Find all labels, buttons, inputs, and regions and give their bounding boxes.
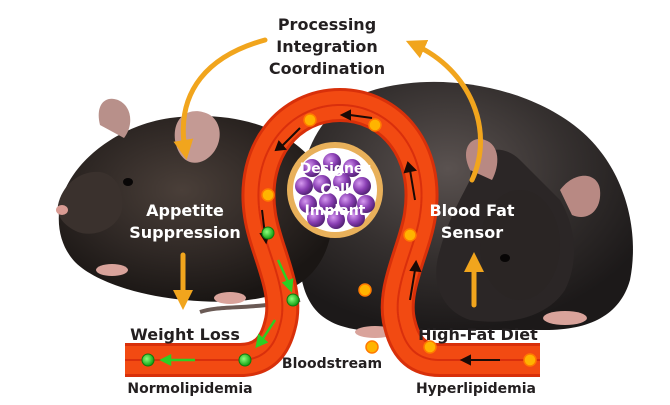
green-cell-icon: [238, 353, 252, 367]
title-line-2: Integration: [276, 37, 378, 56]
sensor-to-processing-arrow: [405, 40, 483, 183]
designer-cell-implant: [287, 142, 383, 238]
green-cell-icon: [261, 226, 275, 240]
weight-loss-label: Weight Loss: [130, 325, 240, 344]
sensor-label-line-1: Blood Fat: [429, 201, 514, 220]
process-arrows: [173, 37, 484, 310]
appetite-label-line-2: Suppression: [129, 223, 240, 242]
fat-particle-icon: [365, 340, 379, 354]
fat-particle-icon: [261, 188, 275, 202]
implant-label-line-1: Designer: [300, 161, 371, 177]
title-line-1: Processing: [278, 15, 376, 34]
appetite-label-line-1: Appetite: [146, 201, 224, 220]
blood-vessel: [125, 88, 540, 377]
implant-label-line-2: Cell: [320, 182, 349, 198]
left-mouse-eye-icon: [123, 178, 133, 186]
implant-label-line-3: Implant: [305, 203, 366, 219]
fat-particle-icon: [423, 340, 437, 354]
fat-particle-icon: [303, 113, 317, 127]
green-flow-arrows: [159, 259, 294, 367]
right-mouse-eye-icon: [500, 254, 510, 262]
normolipidemia-label: Normolipidemia: [127, 381, 252, 397]
labels: Processing Integration Coordination Desi…: [127, 15, 538, 397]
green-cell-icon: [141, 353, 155, 367]
title-line-3: Coordination: [269, 59, 385, 78]
hyperlipidemia-label: Hyperlipidemia: [416, 381, 536, 397]
processing-to-appetite-arrow: [173, 37, 268, 160]
green-cell-icon: [286, 293, 300, 307]
fat-particle-icon: [523, 353, 537, 367]
fat-particles: [261, 113, 537, 367]
sensor-label-line-2: Sensor: [441, 223, 503, 242]
flow-arrows: [259, 109, 500, 366]
high-fat-diet-label: High-Fat Diet: [418, 325, 538, 344]
left-mouse-ear-icon: [98, 98, 131, 138]
fat-particle-icon: [368, 118, 382, 132]
green-cells: [141, 226, 300, 367]
fat-particle-icon: [403, 228, 417, 242]
bloodstream-label: Bloodstream: [282, 356, 382, 372]
fat-particle-icon: [358, 283, 372, 297]
